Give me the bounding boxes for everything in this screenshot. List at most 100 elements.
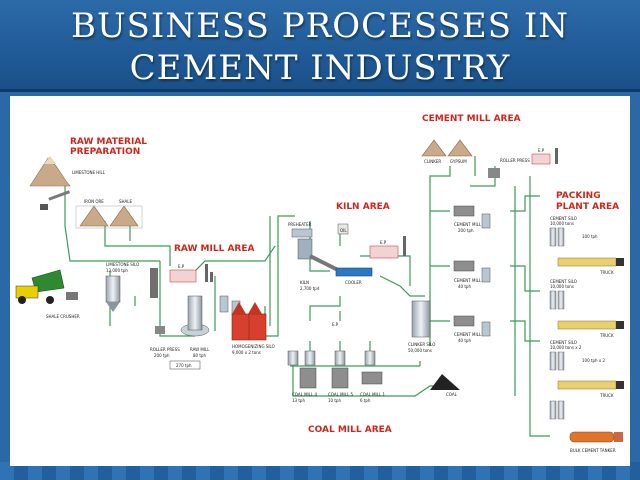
slide-title-line-1: BUSINESS PROCESSES IN [71, 6, 569, 46]
cement-silo-3-capacity: 10,000 tons x 2 [550, 345, 582, 350]
cement-silo-2-label: CEMENT SILO [550, 279, 577, 284]
homogenizing-silo-capacity: 9,000 x 2 tons [232, 350, 261, 355]
shale-crusher-label: SHALE CRUSHER [46, 314, 80, 319]
raw-mill-duct [150, 268, 158, 298]
title-band [0, 0, 640, 92]
coal-mill-4-label: COAL MILL 4 [292, 392, 317, 397]
stack-icon [210, 272, 213, 282]
cement-ep-label: E.P [538, 148, 545, 153]
process-diagram-svg: RAW MATERIAL PREPARATION LIMESTONE HILL … [15, 114, 624, 453]
roller-press-cement-label: ROLLER PRESS [500, 158, 530, 163]
homogenizing-silo-label: HOMOGENIZING SILO [232, 344, 275, 349]
packing-label-2: PLANT AREA [556, 202, 619, 212]
truck-wheel-icon [18, 296, 26, 304]
shale-label: SHALE [119, 199, 133, 204]
storage-shed [75, 205, 143, 229]
cement-silo-icon [557, 290, 565, 310]
dump-truck: SHALE CRUSHER [15, 269, 80, 319]
truck-cab-icon [15, 285, 39, 299]
cement-stack-icon [555, 148, 558, 164]
limestone-hill-icon [29, 157, 71, 187]
slide-title-line-2: CEMENT INDUSTRY [129, 48, 511, 88]
cement-ep-icon [531, 153, 551, 165]
cement-silo-icon [549, 400, 557, 420]
bulk-tanker-cab [614, 432, 623, 442]
kiln-stack-icon [403, 236, 406, 256]
truck-trailer-icon [557, 257, 617, 267]
silo-roof [248, 302, 262, 314]
cement-mill-section: CEMENT MILL AREA CLINKER GYPSUM ROLLER P… [421, 114, 558, 343]
checker-strip [0, 462, 640, 480]
separator-icon [481, 213, 491, 229]
oil-tank-icon [337, 223, 349, 235]
clinker-label: CLINKER [424, 159, 441, 164]
packing-section: PACKING PLANT AREA CEMENT SILO 10,000 to… [549, 191, 624, 453]
packer-1-label: 100 tph [582, 234, 598, 239]
roller-press-raw-capacity: 200 tph [154, 353, 170, 358]
coal-bin-icon [364, 350, 376, 366]
truck-cab-icon [616, 381, 624, 389]
kiln-icon [309, 254, 341, 273]
kiln-section: KILN AREA PREHEATER OIL E.P KILN 2,700 t… [288, 202, 406, 291]
raw-material-label-1: RAW MATERIAL [70, 137, 147, 147]
cooler-icon [335, 267, 373, 277]
coal-mill-4-capacity: 13 tph [292, 398, 305, 403]
cement-mill-3-capacity: 200 tph [458, 228, 474, 233]
limestone-silo: LIMESTONE SILO 13,000 tph [105, 262, 139, 312]
cement-silo-icon [549, 227, 557, 247]
raw-total-capacity: 270 tph [176, 363, 192, 368]
coal-mill-4-icon [299, 367, 317, 389]
packer-2-label: 100 tph x 2 [582, 358, 605, 363]
coal-mill-5-label: COAL MILL 5 [328, 392, 353, 397]
bulk-tanker-icon [569, 431, 615, 443]
truck-cab-icon [616, 258, 624, 266]
cement-silo-icon [549, 351, 557, 371]
raw-mill-label: RAW MILL [190, 347, 210, 352]
separator-icon [219, 295, 229, 313]
cement-mill-2-capacity: 40 tph [458, 284, 471, 289]
coal-mill-5-capacity: 10 tph [328, 398, 341, 403]
truck-cab-icon [616, 321, 624, 329]
bulk-tanker-label: BULK CEMENT TANKER [570, 448, 616, 453]
raw-mill-body [187, 295, 203, 331]
roller-press-raw-label: ROLLER PRESS [150, 347, 180, 352]
cement-silo-1-label: CEMENT SILO [550, 216, 577, 221]
coal-mill-section: E.P COAL MILL 4 13 tph COAL MILL 5 10 tp… [287, 322, 392, 435]
coal-mill-5-icon [331, 367, 349, 389]
truck-label: TRUCK [599, 333, 614, 338]
raw-mill-capacity: 80 tph [193, 353, 206, 358]
raw-material-label-2: PREPARATION [70, 147, 140, 157]
coal-bin-icon [287, 350, 299, 366]
cement-silo-2-capacity: 10,000 tons [550, 284, 574, 289]
preheater-label: PREHEATER [288, 222, 312, 227]
cement-silo-icon [549, 290, 557, 310]
truck-wheel-icon [46, 296, 54, 304]
cement-mill-1-icon [453, 315, 475, 327]
truck-label: TRUCK [599, 393, 614, 398]
limestone-silo-icon [105, 275, 121, 303]
coal-bin-icon [304, 350, 316, 366]
truck-trailer-icon [557, 320, 617, 330]
cement-mill-1-capacity: 40 tph [458, 338, 471, 343]
hopper-icon [40, 204, 48, 210]
kiln-label: KILN [300, 280, 309, 285]
oil-label: OIL [340, 228, 347, 233]
iron-ore-label: IRON ORE [84, 199, 104, 204]
coal-ep-label: E.P [332, 322, 339, 327]
limestone-hill-label: LIMESTONE HILL [72, 170, 106, 175]
raw-mill-section: RAW MILL AREA E.P ROLLER PRESS 200 tph R… [150, 244, 255, 370]
cooler-label: COOLER [345, 280, 362, 285]
gypsum-pile-icon [447, 139, 473, 157]
clinker-pile-icon [421, 139, 447, 157]
raw-total-box [169, 360, 201, 370]
roller-press-raw-icon [155, 326, 165, 334]
kiln-area-label: KILN AREA [336, 202, 390, 212]
cement-mill-2-label: CEMENT MILL - 2 [454, 278, 488, 283]
raw-mill-ep-icon [169, 269, 197, 283]
cement-mill-1-label: CEMENT MILL - 1 [454, 332, 488, 337]
roller-press-cement-icon [488, 168, 500, 178]
shale-pile-icon [109, 205, 139, 227]
clinker-silo-label: CLINKER SILO [408, 342, 435, 347]
coal-mill-1-icon [361, 371, 383, 385]
cement-mill-3-icon [453, 205, 475, 217]
